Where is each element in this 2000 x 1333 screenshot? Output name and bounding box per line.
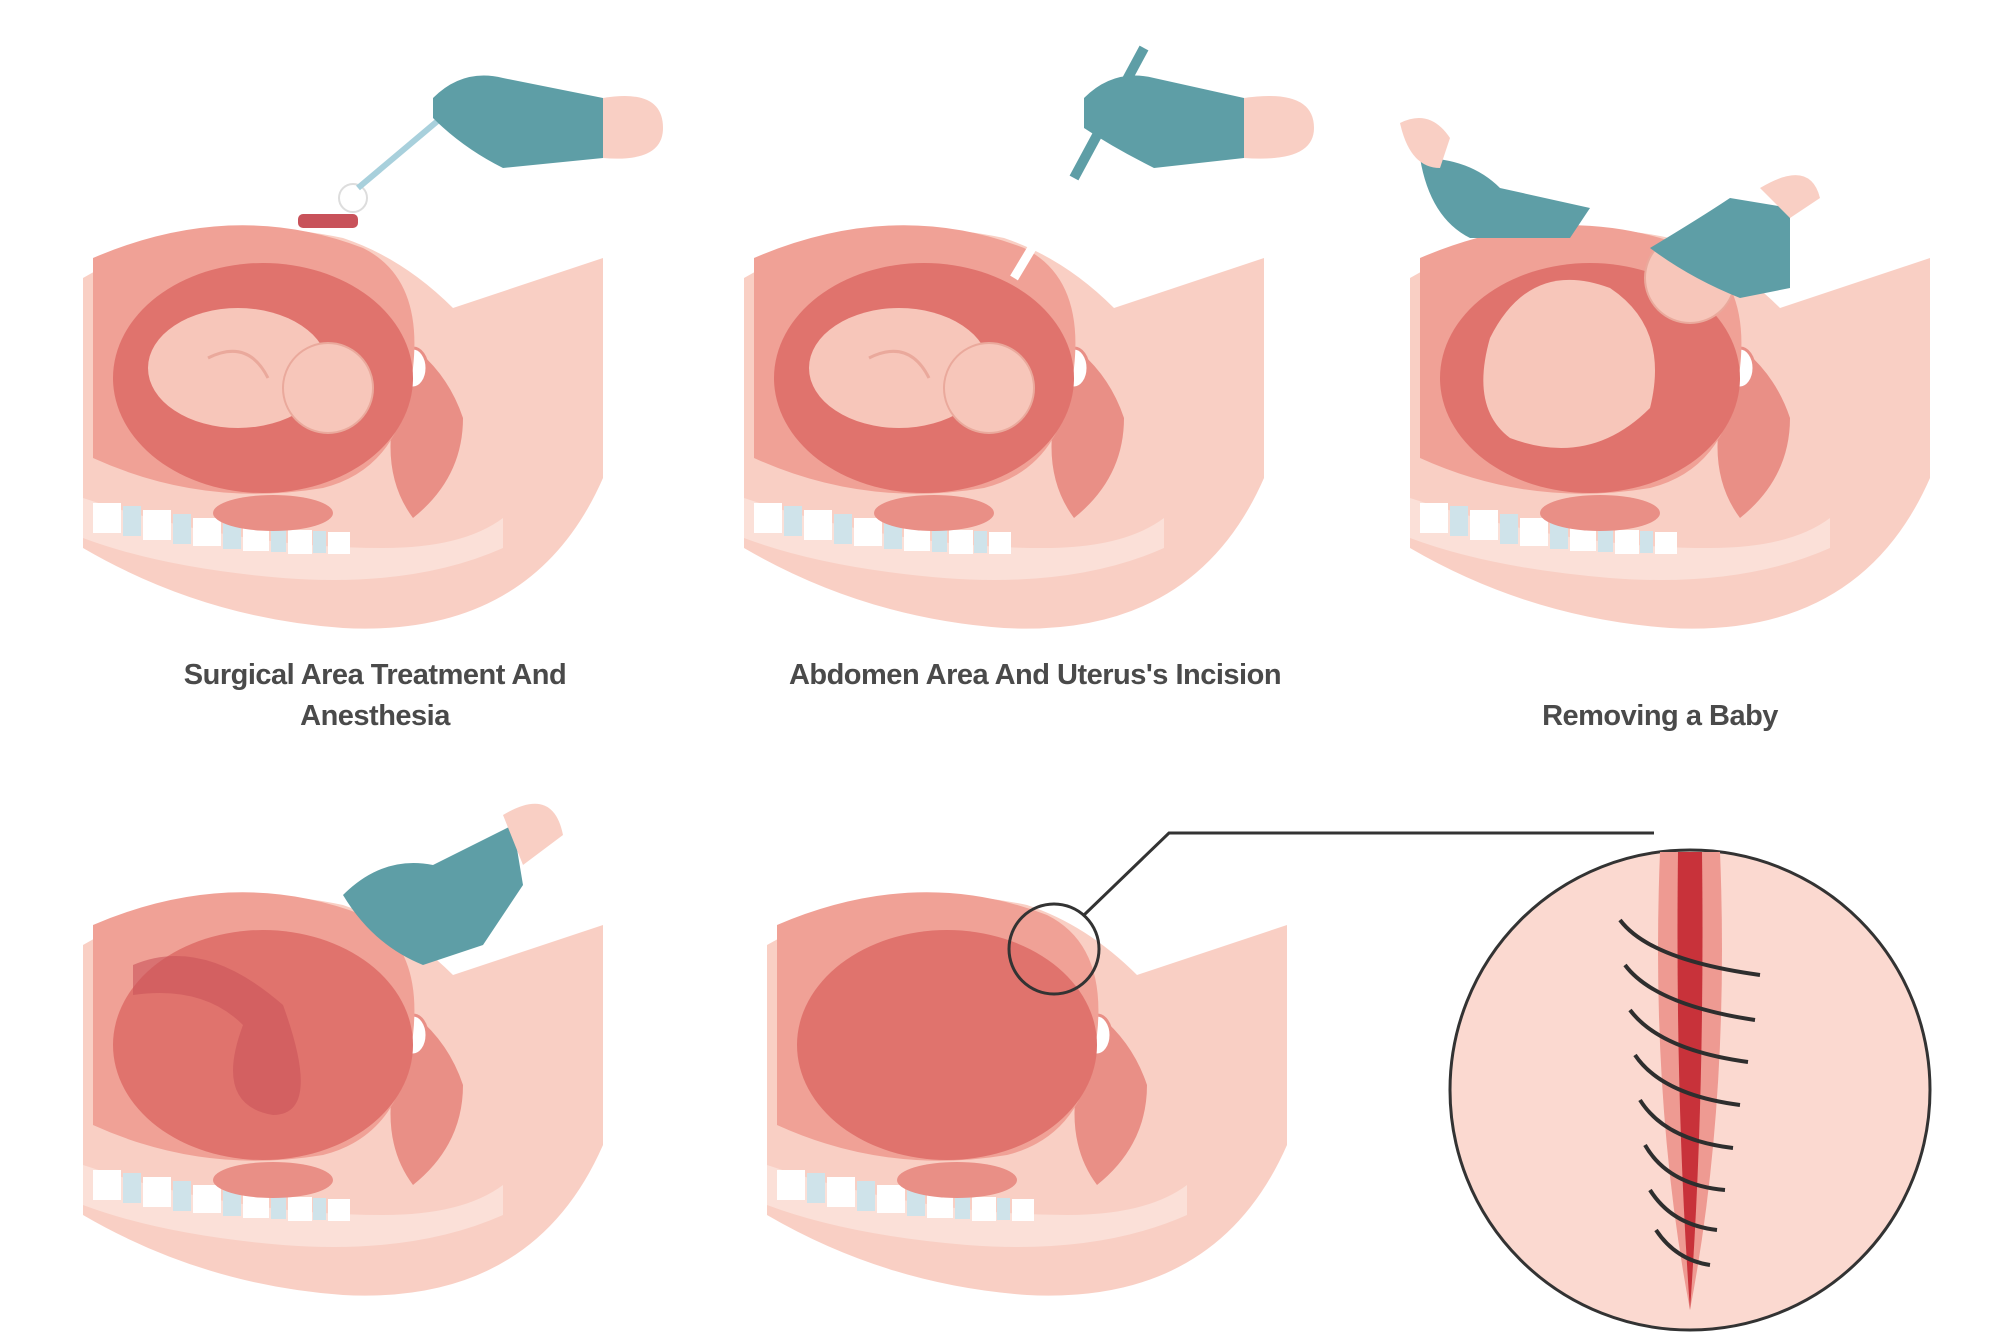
incision-wound: [1677, 852, 1703, 1310]
step-3-label: Removing a Baby: [1542, 700, 1778, 732]
gloved-hand-icon: [433, 75, 603, 168]
step-4-illustration: [81, 803, 605, 1298]
step-3-illustration: [1400, 118, 1932, 631]
gloved-hand-icon: [1084, 75, 1244, 168]
callout-line: [1082, 831, 1654, 917]
scalpel-icon: [1010, 175, 1078, 281]
suture-zoom-callout: [1007, 831, 1932, 1332]
gloved-hand-icon: [1420, 158, 1590, 238]
gloved-hand-icon: [1650, 198, 1790, 298]
step-1-label: Surgical Area Treatment And Anesthesia: [183, 659, 567, 732]
gloved-hand-icon: [343, 825, 523, 965]
step-5-illustration: [765, 890, 1289, 1298]
sutures: [1618, 918, 1761, 1267]
zoom-source-circle: [1007, 902, 1101, 996]
placenta-cord: [133, 956, 301, 1115]
baby-icon: [1483, 279, 1655, 448]
swab-icon: [338, 183, 368, 213]
step-1-illustration: [81, 75, 663, 631]
step-2-illustration: [742, 45, 1314, 631]
step-2-label: Abdomen Area And Uterus's Incision: [788, 659, 1282, 691]
